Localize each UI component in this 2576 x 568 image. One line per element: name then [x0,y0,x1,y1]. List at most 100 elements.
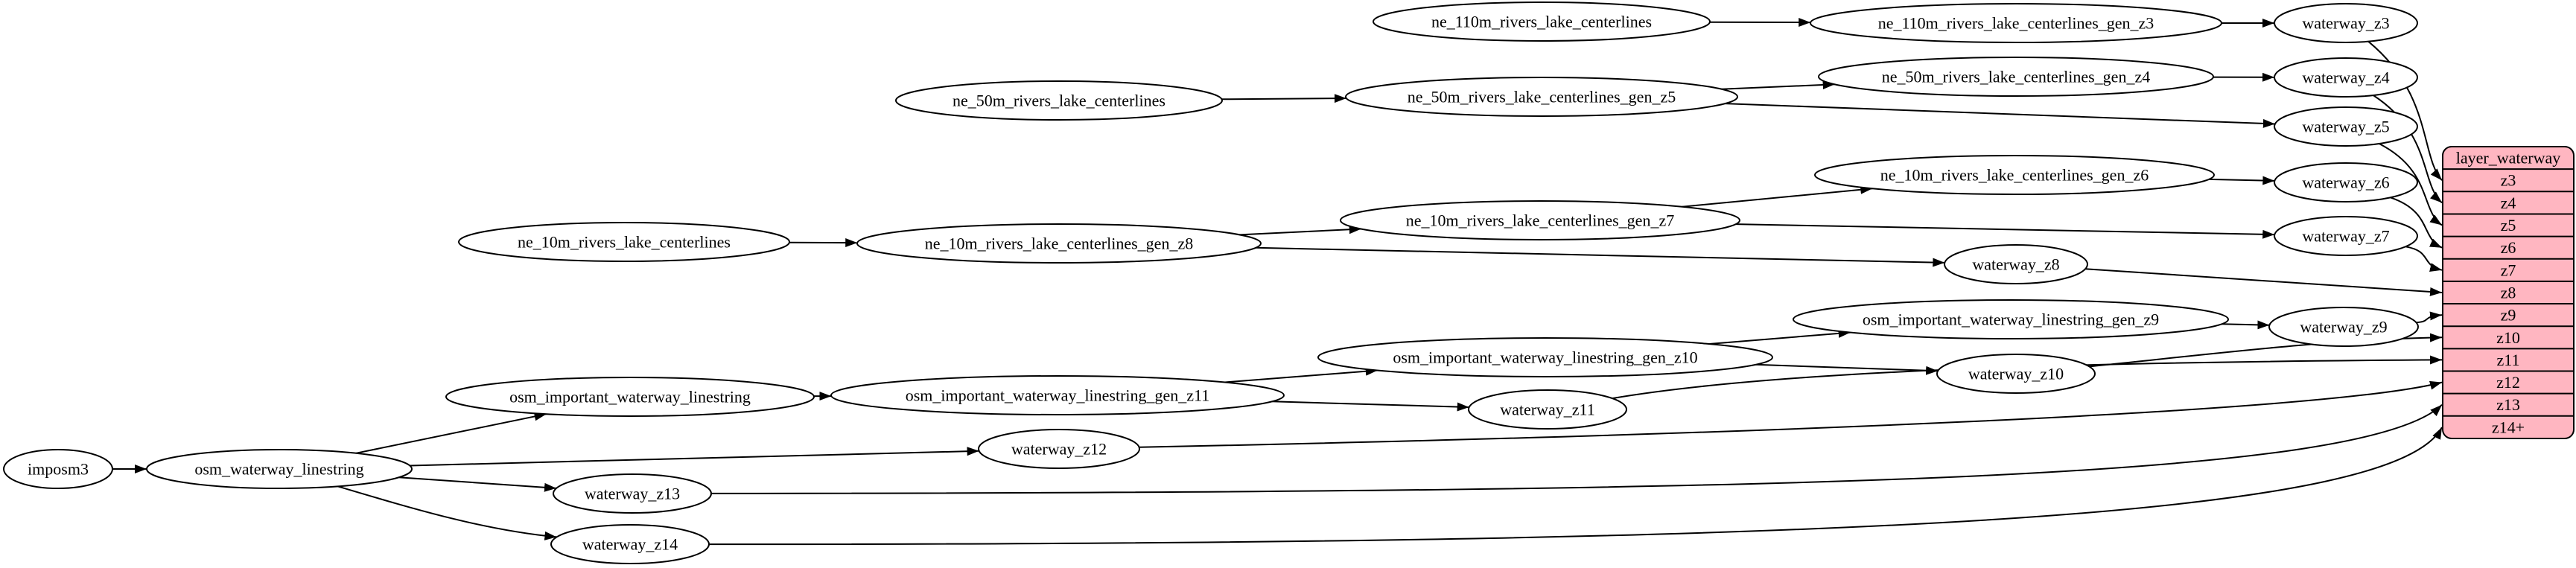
imposm3-shape [3,449,113,489]
ne_10m_rivers_lake_centerlines_gen_z7-label: ne_10m_rivers_lake_centerlines_gen_z7 [1406,211,1674,230]
ne_110m_rivers_lake_centerlines-shape [1373,1,1711,42]
nodes-layer: imposm3 osm_waterway_linestring osm_import… [3,1,2419,564]
record-row-z5: z5 [2501,216,2516,234]
node-ne_110m_rivers_lake_centerlines: ne_110m_rivers_lake_centerlines [1373,1,1711,42]
edge-waterway_z6-to-layer_waterway-z6 [2390,197,2443,249]
record-row-z12: z12 [2496,373,2520,392]
ne_50m_rivers_lake_centerlines_gen_z4-shape [1818,57,2214,97]
record-row-z14+: z14+ [2492,418,2525,436]
record-layer_waterway: layer_waterwayz3z4z5z6z7z8z9z10z11z12z13… [2442,146,2575,439]
edge-ne_10m_rivers_lake_centerlines_gen_z8-to-ne_10m_rivers_lake_centerlines_gen_z7 [1239,225,1361,236]
record-title: layer_waterway [2456,149,2560,167]
edge-waterway_z14-to-layer_waterway-z14+ [708,427,2443,546]
edge-osm_waterway_linestring-to-osm_important_waterway_linestring [355,412,547,454]
edge-ne_50m_rivers_lake_centerlines_gen_z5-to-ne_50m_rivers_lake_centerlines_gen_z4 [1721,80,1835,90]
ne_110m_rivers_lake_centerlines_gen_z3-shape [1810,3,2222,43]
record-row-z7: z7 [2501,261,2516,279]
node-ne_110m_rivers_lake_centerlines_gen_z3: ne_110m_rivers_lake_centerlines_gen_z3 [1810,3,2222,43]
node-osm_important_waterway_linestring_gen_z11: osm_important_waterway_linestring_gen_z1… [830,375,1285,415]
osm_important_waterway_linestring_gen_z9-shape [1793,299,2229,339]
waterway_z5-label: waterway_z5 [2302,118,2389,136]
record-row-z11: z11 [2497,351,2520,369]
ne_50m_rivers_lake_centerlines-label: ne_50m_rivers_lake_centerlines [953,92,1165,110]
waterway_z12-label: waterway_z12 [1011,440,1107,459]
waterway_z13-shape [553,473,712,514]
node-waterway_z13: waterway_z13 [553,473,712,514]
ne_10m_rivers_lake_centerlines_gen_z7-shape [1340,200,1740,240]
node-ne_10m_rivers_lake_centerlines_gen_z6: ne_10m_rivers_lake_centerlines_gen_z6 [1814,155,2215,195]
waterway_z11-label: waterway_z11 [1500,401,1594,419]
node-waterway_z5: waterway_z5 [2274,106,2418,147]
record-row-z13: z13 [2496,395,2520,414]
ne_10m_rivers_lake_centerlines-shape [458,222,790,262]
edge-osm_important_waterway_linestring_gen_z10-to-waterway_z10 [1755,363,1939,375]
edge-waterway_z13-to-layer_waterway-z13 [710,403,2443,494]
record-row-z9: z9 [2501,306,2516,325]
edge-waterway_z4-to-layer_waterway-z4 [2373,95,2443,204]
ne_10m_rivers_lake_centerlines-label: ne_10m_rivers_lake_centerlines [518,233,731,252]
node-ne_50m_rivers_lake_centerlines_gen_z5: ne_50m_rivers_lake_centerlines_gen_z5 [1345,77,1738,117]
osm_important_waterway_linestring_gen_z11-label: osm_important_waterway_linestring_gen_z1… [906,386,1210,405]
edge-osm_important_waterway_linestring_gen_z9-to-waterway_z9 [2222,320,2270,330]
node-ne_10m_rivers_lake_centerlines_gen_z8: ne_10m_rivers_lake_centerlines_gen_z8 [856,223,1262,264]
edge-ne_10m_rivers_lake_centerlines_gen_z7-to-ne_10m_rivers_lake_centerlines_gen_z6 [1682,185,1873,208]
waterway_z8-shape [1944,244,2088,284]
node-waterway_z3: waterway_z3 [2274,3,2418,43]
edge-waterway_z8-to-layer_waterway-z8 [2085,268,2443,296]
node-ne_50m_rivers_lake_centerlines: ne_50m_rivers_lake_centerlines [895,80,1223,121]
record-row-z6: z6 [2501,238,2516,257]
ne_50m_rivers_lake_centerlines-shape [895,80,1223,121]
waterway_z7-label: waterway_z7 [2302,227,2389,246]
waterway_z3-label: waterway_z3 [2302,14,2389,33]
osm_important_waterway_linestring_gen_z10-label: osm_important_waterway_linestring_gen_z1… [1393,348,1697,367]
edge-waterway_z5-to-layer_waterway-z5 [2379,143,2443,226]
ne_50m_rivers_lake_centerlines_gen_z5-shape [1345,77,1738,117]
node-waterway_z8: waterway_z8 [1944,244,2088,284]
node-waterway_z10: waterway_z10 [1936,354,2096,394]
record-row-z4: z4 [2501,194,2516,212]
node-waterway_z6: waterway_z6 [2274,162,2418,202]
osm_important_waterway_linestring-label: osm_important_waterway_linestring [509,388,751,406]
node-imposm3: imposm3 [3,449,113,489]
edge-osm_waterway_linestring-to-waterway_z14 [337,485,557,540]
waterway_z5-shape [2274,106,2418,147]
ne_110m_rivers_lake_centerlines_gen_z3-label: ne_110m_rivers_lake_centerlines_gen_z3 [1878,14,2154,33]
node-ne_50m_rivers_lake_centerlines_gen_z4: ne_50m_rivers_lake_centerlines_gen_z4 [1818,57,2214,97]
node-osm_important_waterway_linestring_gen_z10: osm_important_waterway_linestring_gen_z1… [1317,337,1773,377]
node-osm_waterway_linestring: osm_waterway_linestring [146,449,413,489]
edge-osm_important_waterway_linestring_gen_z10-to-osm_important_waterway_linestring_gen_z9 [1709,328,1851,345]
waterway_z4-label: waterway_z4 [2302,68,2389,87]
waterway_z14-label: waterway_z14 [582,535,678,554]
waterway_z8-label: waterway_z8 [1972,255,2059,274]
node-waterway_z12: waterway_z12 [978,429,1140,469]
node-ne_10m_rivers_lake_centerlines_gen_z7: ne_10m_rivers_lake_centerlines_gen_z7 [1340,200,1740,240]
node-waterway_z14: waterway_z14 [550,524,710,564]
waterway_z4-shape [2274,57,2418,98]
edges-layer [112,18,2443,546]
waterway_z11-shape [1468,389,1627,430]
waterway_z9-label: waterway_z9 [2300,318,2387,336]
edge-osm_waterway_linestring-to-waterway_z13 [398,476,557,492]
node-osm_important_waterway_linestring: osm_important_waterway_linestring [445,377,815,417]
node-waterway_z9: waterway_z9 [2268,307,2419,347]
waterway_z7-shape [2274,216,2418,256]
osm_important_waterway_linestring_gen_z10-shape [1317,337,1773,377]
edge-ne_10m_rivers_lake_centerlines_gen_z7-to-waterway_z7 [1735,223,2275,239]
osm_waterway_linestring-shape [146,449,413,489]
waterway_z12-shape [978,429,1140,469]
waterway_z13-label: waterway_z13 [585,485,680,503]
edge-ne_10m_rivers_lake_centerlines_gen_z6-to-waterway_z6 [2209,176,2275,185]
ne_10m_rivers_lake_centerlines_gen_z8-shape [856,223,1262,264]
waterway_z10-label: waterway_z10 [1968,365,2064,383]
osm_waterway_linestring-label: osm_waterway_linestring [194,460,363,479]
record-row-z8: z8 [2501,283,2516,301]
edge-waterway_z7-to-layer_waterway-z7 [2405,246,2443,272]
record-layer: layer_waterwayz3z4z5z6z7z8z9z10z11z12z13… [2442,146,2575,439]
edge-ne_50m_rivers_lake_centerlines_gen_z5-to-waterway_z5 [1725,103,2275,128]
edge-ne_50m_rivers_lake_centerlines-to-ne_50m_rivers_lake_centerlines_gen_z5 [1221,94,1346,103]
node-waterway_z7: waterway_z7 [2274,216,2418,256]
imposm3-label: imposm3 [28,460,89,479]
ne_10m_rivers_lake_centerlines_gen_z8-label: ne_10m_rivers_lake_centerlines_gen_z8 [925,234,1193,253]
